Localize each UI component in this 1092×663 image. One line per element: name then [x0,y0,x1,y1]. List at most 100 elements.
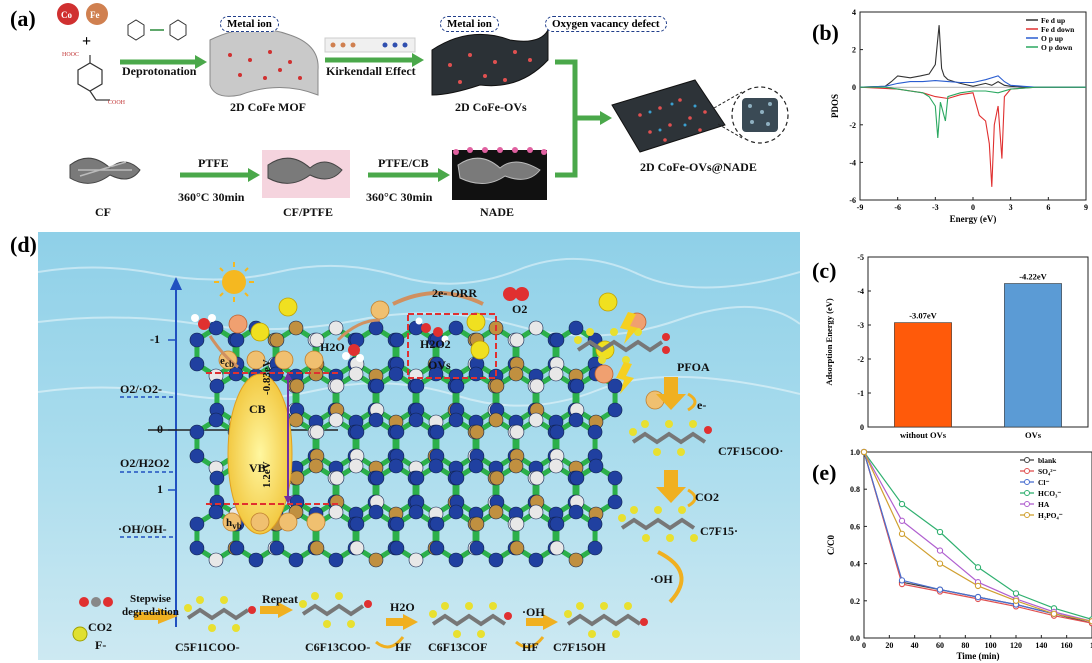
kinetics-legend-marker [1024,468,1030,474]
c7f15-label: C7F15· [700,524,738,538]
material-cf: CF [95,205,111,219]
cofe-ovs-sheet-icon [431,29,549,96]
lattice-atom [408,552,424,568]
zoom-cube-icon [742,98,778,132]
panel-c-label: (c) [812,258,837,283]
lattice-atom [508,366,524,382]
lattice-atom [309,332,325,348]
co2-mid-label: CO2 [695,490,719,504]
photocatalysis-mechanism-diagram [38,232,800,660]
kinetics-point [936,547,944,554]
pdos-xtick-label: 6 [1046,203,1050,212]
lattice-atom [389,516,405,532]
lattice-atom [428,458,444,474]
lattice-atom [368,412,384,428]
fe-ion-icon [86,3,108,25]
pdos-ytick-label: -6 [849,196,856,205]
pdos-xlabel: Energy (eV) [950,214,997,224]
kinetics-xtick-label: 60 [936,641,944,650]
lattice-atom [509,424,525,440]
kinetics-legend-marker [1024,512,1030,518]
step-360c-1: 360°C 30min [178,190,245,204]
adsorption-data-label: -4.22eV [1019,272,1047,282]
lattice-atom [328,552,344,568]
material-cofe-ovs: 2D CoFe-OVs [455,100,527,114]
h2o-label: H2O [320,340,345,354]
material-cf-ptfe: CF/PTFE [283,205,333,219]
lattice-atom [568,412,584,428]
lattice-atom [208,320,224,336]
lattice-atom [329,378,345,394]
lattice-atom [587,424,603,440]
adsorption-ytick-label: -1 [857,389,864,398]
lattice-atom [328,320,344,336]
band-ellipse [227,373,293,535]
lattice-atom [369,470,385,486]
step-kirkendall: Kirkendall Effect [326,64,416,78]
lattice-atom [607,470,623,486]
svg-text:HOOC: HOOC [62,52,79,58]
panel-e-label: (e) [812,460,837,485]
gap-vb-label: 1.2eV [261,461,273,488]
stepwise-label: Stepwise [130,593,171,605]
gap-cb-label: -0.83eV [261,359,273,395]
level-o2-h2o2: O2/H2O2 [120,456,170,470]
pdos-ytick-label: 0 [852,83,856,92]
lattice-atom [289,378,305,394]
pdos-ytick-label: -4 [849,158,856,167]
cf-ptfe-fiber-icon [267,157,343,184]
pdos-legend-label: O p up [1041,34,1063,43]
oxygen-molecule-icon [503,287,529,301]
adsorption-ytick-label: -5 [857,253,864,262]
nade-electrode-icon [611,79,726,153]
co2-final-label: CO2 [88,620,112,634]
c6f13cof-label: C6F13COF [428,640,488,654]
lattice-atom [208,552,224,568]
lattice-atom [189,540,205,556]
lattice-atom [269,540,285,556]
co-ion-label: Co [61,10,72,20]
kinetics-point [936,528,944,536]
adsorption-bar [894,322,952,428]
fe-ion-label: Fe [90,10,100,20]
o2-label: O2 [512,302,528,316]
kinetics-point [898,530,906,537]
lattice-atom [349,540,365,556]
lattice-atom [528,552,544,568]
lattice-atom [488,412,504,428]
callout-metal-ion-1: Metal ion [220,16,279,32]
step-ptfe: PTFE [198,156,229,170]
pdos-series-O-p-down [860,86,1086,139]
lattice-atom [549,332,565,348]
kinetics-ytick-label: 0.8 [850,485,860,494]
lattice-atom [529,470,545,486]
lattice-atom [469,424,485,440]
lattice-atom [607,402,623,418]
pdos-xtick-label: 3 [1009,203,1013,212]
lattice-atom [189,332,205,348]
sun-icon [214,262,254,302]
adsorption-ytick-label: -4 [857,287,864,296]
kinetics-frame [863,451,1092,639]
lattice-atom [509,332,525,348]
c7f15-molecule-icon [618,506,698,542]
hf-label-1: HF [522,640,539,654]
lattice-atom [189,356,205,372]
hvb-label: hvb [226,517,242,532]
pdos-ytick-label: 4 [852,8,856,17]
kinetics-ylabel: C/C0 [826,535,836,555]
lattice-atom [389,332,405,348]
lattice-atom [248,552,264,568]
level-minus-one: -1 [150,332,160,346]
lattice-atom [429,424,445,440]
adsorption-ytick-label: -2 [857,355,864,364]
deprotonation-molecules-icon [127,19,187,41]
pdos-xtick-label: 0 [971,203,975,212]
oh-bottom-label: ·OH [522,605,545,619]
lattice-atom [509,540,525,556]
lattice-atom [348,366,364,382]
lattice-atom [368,504,384,520]
kinetics-xtick-label: 100 [985,641,997,650]
kinetics-point [974,564,982,571]
